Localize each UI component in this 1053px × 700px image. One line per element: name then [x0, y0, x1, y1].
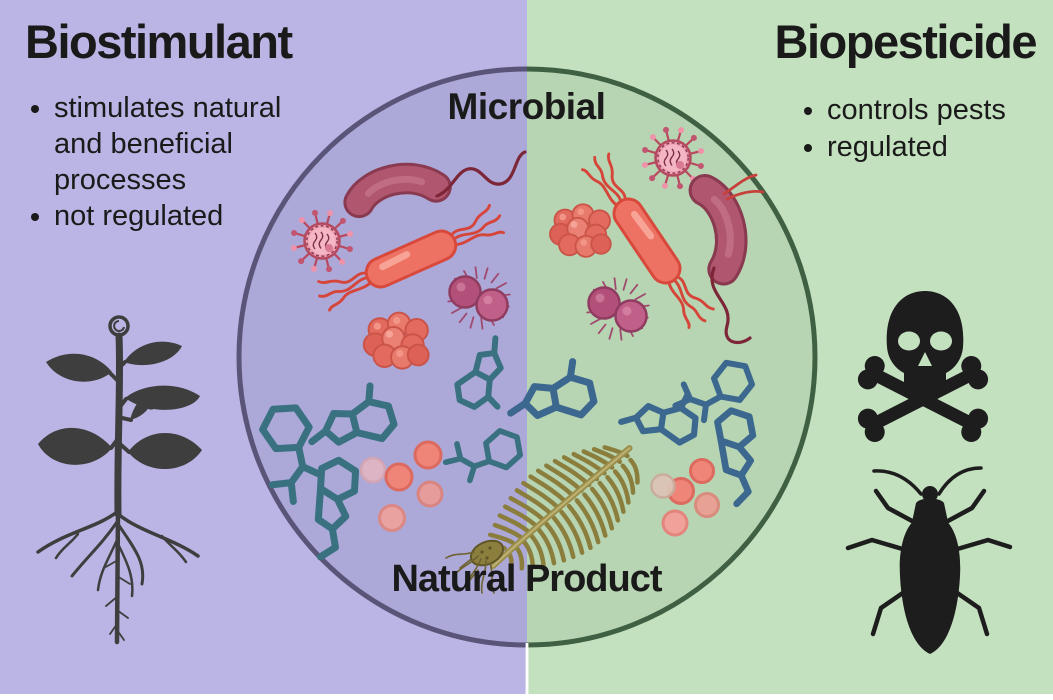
staphylococcus-cluster-icon — [362, 311, 430, 370]
skull-and-crossbones-icon — [854, 291, 992, 446]
right-panel-title: Biopesticide — [774, 15, 1038, 68]
right-panel-bullets: controls pests regulated — [793, 92, 1053, 166]
flagellum — [710, 266, 752, 345]
fern-roots — [445, 551, 495, 594]
flagellum — [435, 150, 527, 198]
staphylococcus-cluster-icon — [549, 203, 612, 258]
bullet-item: not regulated — [54, 198, 322, 234]
panel-divider-gap — [525, 643, 529, 694]
bullet-item: controls pests — [827, 92, 1053, 129]
compound-droplets-left — [359, 440, 444, 532]
plant-with-roots-icon — [36, 315, 202, 645]
plant-roots — [36, 507, 200, 645]
circle-label-microbial: Microbial — [447, 86, 606, 127]
bullet-item: stimulates natural and beneficial proces… — [54, 90, 322, 198]
microbial-illustrations-left — [249, 150, 527, 560]
fern-frond-icon — [445, 445, 640, 594]
microbial-illustrations-right — [504, 125, 765, 537]
compound-droplets-right — [650, 458, 720, 537]
left-panel-title: Biostimulant — [25, 15, 293, 68]
flagella-tuft — [722, 173, 765, 201]
pest-insect-icon — [845, 466, 1013, 654]
circle-label-natural-product: Natural Product — [391, 558, 662, 600]
bullet-item: regulated — [827, 129, 1053, 166]
left-panel-bullets: stimulates natural and beneficial proces… — [20, 90, 322, 234]
